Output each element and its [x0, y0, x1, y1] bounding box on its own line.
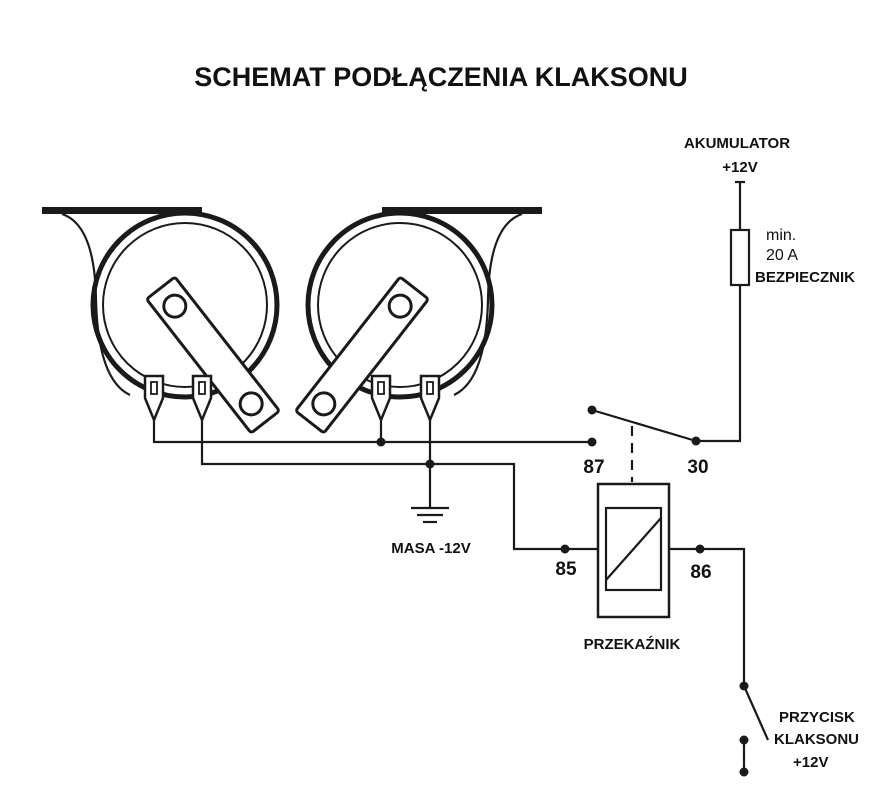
left-horn-icon: [42, 207, 280, 434]
battery-voltage: +12V: [722, 159, 757, 176]
battery-label: AKUMULATOR: [684, 135, 790, 152]
fuse-rating: 20 A: [766, 247, 798, 264]
button-label-3: +12V: [793, 754, 828, 771]
pin-86-label: 86: [690, 562, 711, 583]
pin-85-label: 85: [555, 559, 577, 580]
fuse-icon: [729, 228, 751, 287]
wiring: [152, 180, 770, 777]
button-label-2: KLAKSONU: [774, 731, 859, 748]
button-label-1: PRZYCISK: [779, 709, 855, 726]
fuse-label: BEZPIECZNIK: [755, 269, 855, 286]
relay-icon: [565, 482, 700, 619]
right-horn-icon: [295, 207, 542, 434]
ground-label: MASA -12V: [391, 540, 470, 557]
fuse-min: min.: [766, 227, 796, 244]
ground-icon: [411, 506, 449, 524]
pin-30-label: 30: [687, 457, 708, 478]
relay-label: PRZEKAŹNIK: [584, 636, 681, 653]
diagram-title: SCHEMAT PODŁĄCZENIA KLAKSONU: [194, 62, 688, 92]
pin-87-label: 87: [583, 457, 604, 478]
